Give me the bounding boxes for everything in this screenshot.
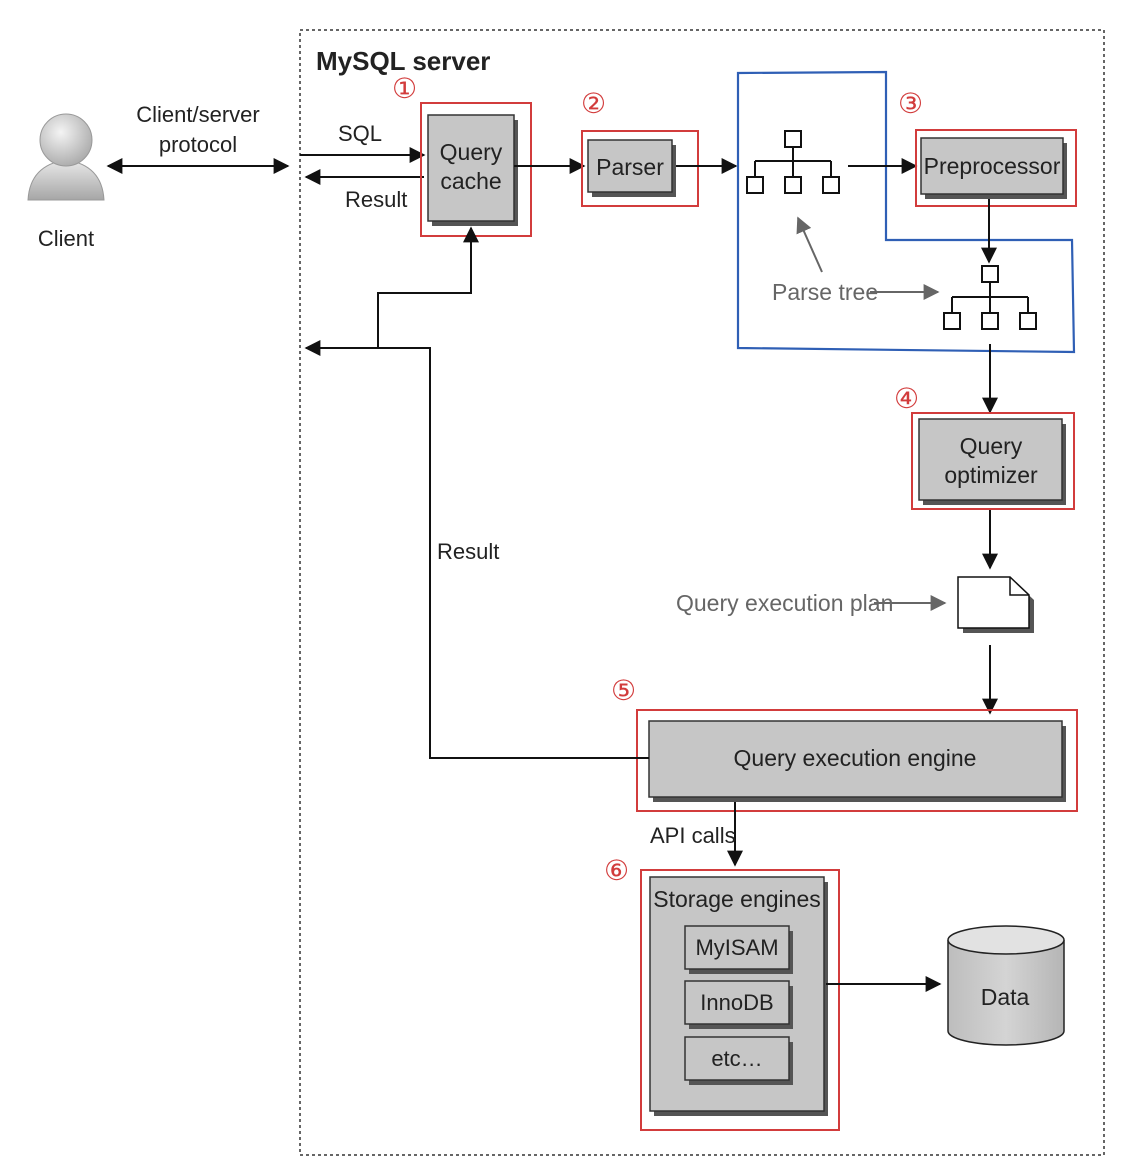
- step2-number: ②: [581, 87, 606, 120]
- query-optimizer-box: [918, 418, 1063, 501]
- parse-tree-icon-1: [746, 130, 840, 194]
- myisam-label: MyISAM: [695, 935, 778, 960]
- data-label: Data: [981, 984, 1030, 1010]
- step5-highlight: [636, 709, 1078, 812]
- parse-tree-label: Parse tree: [772, 279, 878, 305]
- step4-number: ④: [894, 382, 919, 415]
- myisam-box: [684, 925, 790, 970]
- data-cylinder-icon: [947, 925, 1065, 1046]
- query-cache-label-line1: Query: [440, 139, 503, 165]
- innodb-box: [684, 980, 790, 1025]
- cache-return-path: [377, 226, 479, 348]
- parse-tree-region: [736, 70, 1076, 354]
- parse-tree-pointer-1: [796, 216, 823, 273]
- protocol-label-line2: protocol: [159, 132, 237, 157]
- innodb-label: InnoDB: [700, 990, 773, 1015]
- query-execution-engine-box: [648, 720, 1063, 798]
- preprocessor-box: [920, 137, 1064, 195]
- mysql-server-frame: [299, 29, 1105, 1156]
- preprocessor-label: Preprocessor: [924, 153, 1061, 179]
- step2-highlight: [581, 130, 699, 207]
- step4-highlight: [911, 412, 1075, 510]
- api-calls-label: API calls: [650, 823, 736, 848]
- client-label: Client: [38, 226, 94, 251]
- parse-tree-icon-2: [943, 265, 1037, 330]
- query-execution-plan-label: Query execution plan: [676, 590, 893, 616]
- parser-label: Parser: [596, 154, 664, 180]
- plan-document-icon: [957, 576, 1034, 633]
- etc-label: etc…: [711, 1046, 762, 1071]
- result-return-path: [304, 340, 649, 759]
- query-optimizer-label-line2: optimizer: [944, 462, 1038, 488]
- protocol-label-line1: Client/server: [136, 102, 259, 127]
- sql-label: SQL: [338, 121, 382, 146]
- step6-highlight: [640, 869, 840, 1131]
- query-cache-label-line2: cache: [440, 168, 501, 194]
- query-execution-engine-label: Query execution engine: [734, 745, 977, 771]
- parser-box: [587, 139, 673, 193]
- storage-engines-title: Storage engines: [653, 886, 821, 912]
- etc-box: [684, 1036, 790, 1081]
- query-optimizer-label-line1: Query: [960, 433, 1023, 459]
- step3-number: ③: [898, 87, 923, 120]
- result-label-top: Result: [345, 187, 407, 212]
- step3-highlight: [915, 129, 1077, 207]
- result-label-left: Result: [437, 539, 499, 564]
- client-icon: [27, 113, 105, 201]
- step6-number: ⑥: [604, 854, 629, 887]
- step1-number: ①: [392, 72, 417, 105]
- query-cache-box: [427, 114, 515, 222]
- step5-number: ⑤: [611, 674, 636, 707]
- mysql-server-title: MySQL server: [316, 46, 490, 76]
